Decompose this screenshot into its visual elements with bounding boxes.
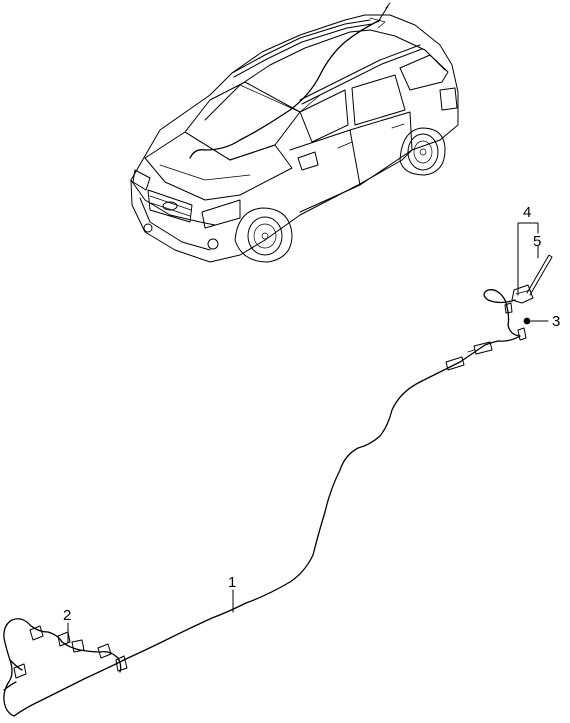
callout-4-bracket <box>517 222 539 296</box>
harness-assembly <box>3 618 128 717</box>
antenna-mast <box>526 254 553 296</box>
callout-3: 3 <box>552 313 560 330</box>
callout-4: 4 <box>523 204 531 221</box>
antenna-assembly <box>483 222 553 341</box>
callout-5: 5 <box>533 233 541 250</box>
antenna-base <box>511 284 534 304</box>
antenna-feeder-cable <box>13 335 521 717</box>
antenna-nut <box>523 317 531 325</box>
callout-2: 2 <box>63 607 71 624</box>
callout-1: 1 <box>228 574 236 591</box>
vehicle-illustration <box>130 2 459 263</box>
